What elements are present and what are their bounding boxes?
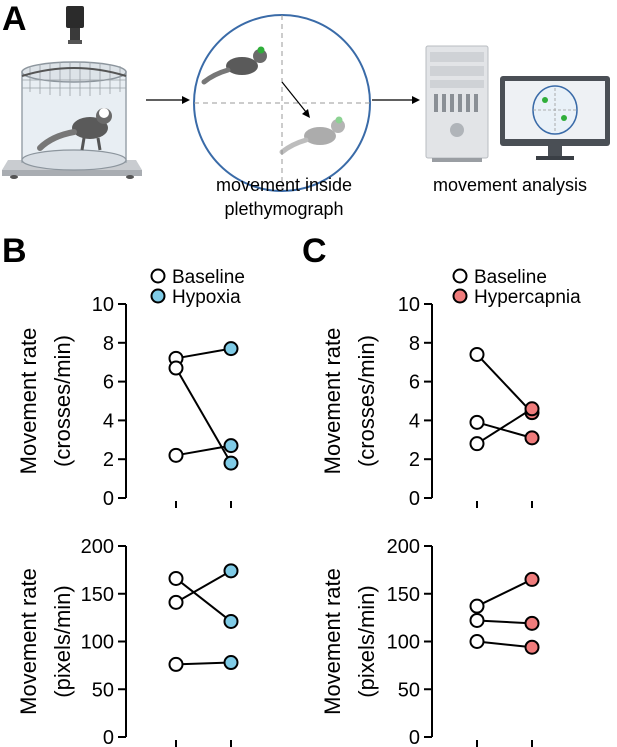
y-axis-label-units: (pixels/min) [354,585,379,697]
panel-b-letter: B [2,232,27,270]
y-tick-label: 150 [387,584,420,606]
treatment-point [223,455,239,471]
y-axis-label-units: (pixels/min) [50,585,75,697]
monitor-icon [500,76,610,160]
pair-line [175,661,232,666]
treatment-point [524,430,540,446]
baseline-point [469,346,485,362]
baseline-point [469,598,485,614]
caption-plethymograph: plethymograph [224,199,343,219]
y-tick-label: 4 [103,410,114,432]
treatment-point [524,639,540,655]
baseline-point [469,414,485,430]
treatment-point [524,401,540,417]
y-axis-label: Movement rate [16,568,41,715]
y-tick-label: 200 [81,536,114,558]
computer-tower-icon [425,45,489,162]
legend-label-treatment: Hypoxia [172,287,241,308]
legend-marker-baseline [150,268,166,284]
baseline-point [469,634,485,649]
baseline-point [168,656,184,672]
plethysmograph-chamber-icon [2,61,142,179]
pair-line [476,353,533,414]
y-tick-label: 150 [81,584,114,606]
y-tick-label: 50 [398,679,420,701]
treatment-point [223,438,239,454]
pair-line [476,421,533,439]
baseline-point [168,570,184,586]
legend-label-treatment: Hypercapnia [474,287,581,308]
y-tick-label: 8 [103,333,114,355]
y-tick-label: 100 [387,632,420,654]
y-tick-label: 10 [398,294,420,316]
y-tick-label: 200 [387,536,420,558]
quadrant-arena-icon [193,14,371,192]
baseline-point [168,447,184,463]
treatment-point [223,613,239,629]
marmoset-icon [201,46,267,85]
baseline-point [168,594,184,610]
pair-line [476,619,533,625]
caption-movement-analysis: movement analysis [433,175,587,195]
y-tick-label: 2 [409,449,420,471]
arrow-right-icon [372,96,420,104]
pair-line [476,640,533,649]
pair-line [175,367,232,464]
baseline-point [469,436,485,452]
y-tick-label: 0 [103,727,114,747]
y-axis-label-units: (crosses/min) [50,335,75,467]
y-tick-label: 6 [409,372,420,394]
y-tick-label: 0 [409,727,420,747]
y-tick-label: 4 [409,410,420,432]
treatment-point [524,571,540,587]
y-axis-label: Movement rate [16,328,41,475]
treatment-point [223,563,239,579]
pair-line [175,569,232,604]
baseline-point [469,612,485,628]
pair-line [175,577,232,623]
camera-icon [66,6,84,44]
y-axis-label-units: (crosses/min) [354,335,379,467]
y-tick-label: 8 [409,333,420,355]
legend-marker-treatment [150,288,166,304]
y-tick-label: 10 [92,294,114,316]
pair-line [175,444,232,457]
y-axis-label: Movement rate [320,568,345,715]
arrow-right-icon [146,96,190,104]
legend-label-baseline: Baseline [172,267,245,288]
y-tick-label: 6 [103,372,114,394]
y-tick-label: 0 [103,488,114,510]
pair-line [476,407,533,445]
pair-line [476,578,533,608]
y-tick-label: 100 [81,632,114,654]
panel-c-letter: C [302,232,327,270]
y-tick-label: 0 [409,488,420,510]
legend-marker-baseline [452,268,468,284]
treatment-point [524,615,540,631]
legend-marker-treatment [452,288,468,304]
panel-a-letter: A [2,0,27,38]
y-tick-label: 50 [92,679,114,701]
legend-label-baseline: Baseline [474,267,547,288]
marmoset-icon [279,116,345,155]
treatment-point [223,655,239,671]
baseline-point [168,360,184,376]
y-axis-label: Movement rate [320,328,345,475]
caption-movement-inside: movement inside [216,175,352,195]
marmoset-icon [37,108,112,151]
y-tick-label: 2 [103,449,114,471]
pair-line [175,347,232,360]
treatment-point [223,341,239,357]
